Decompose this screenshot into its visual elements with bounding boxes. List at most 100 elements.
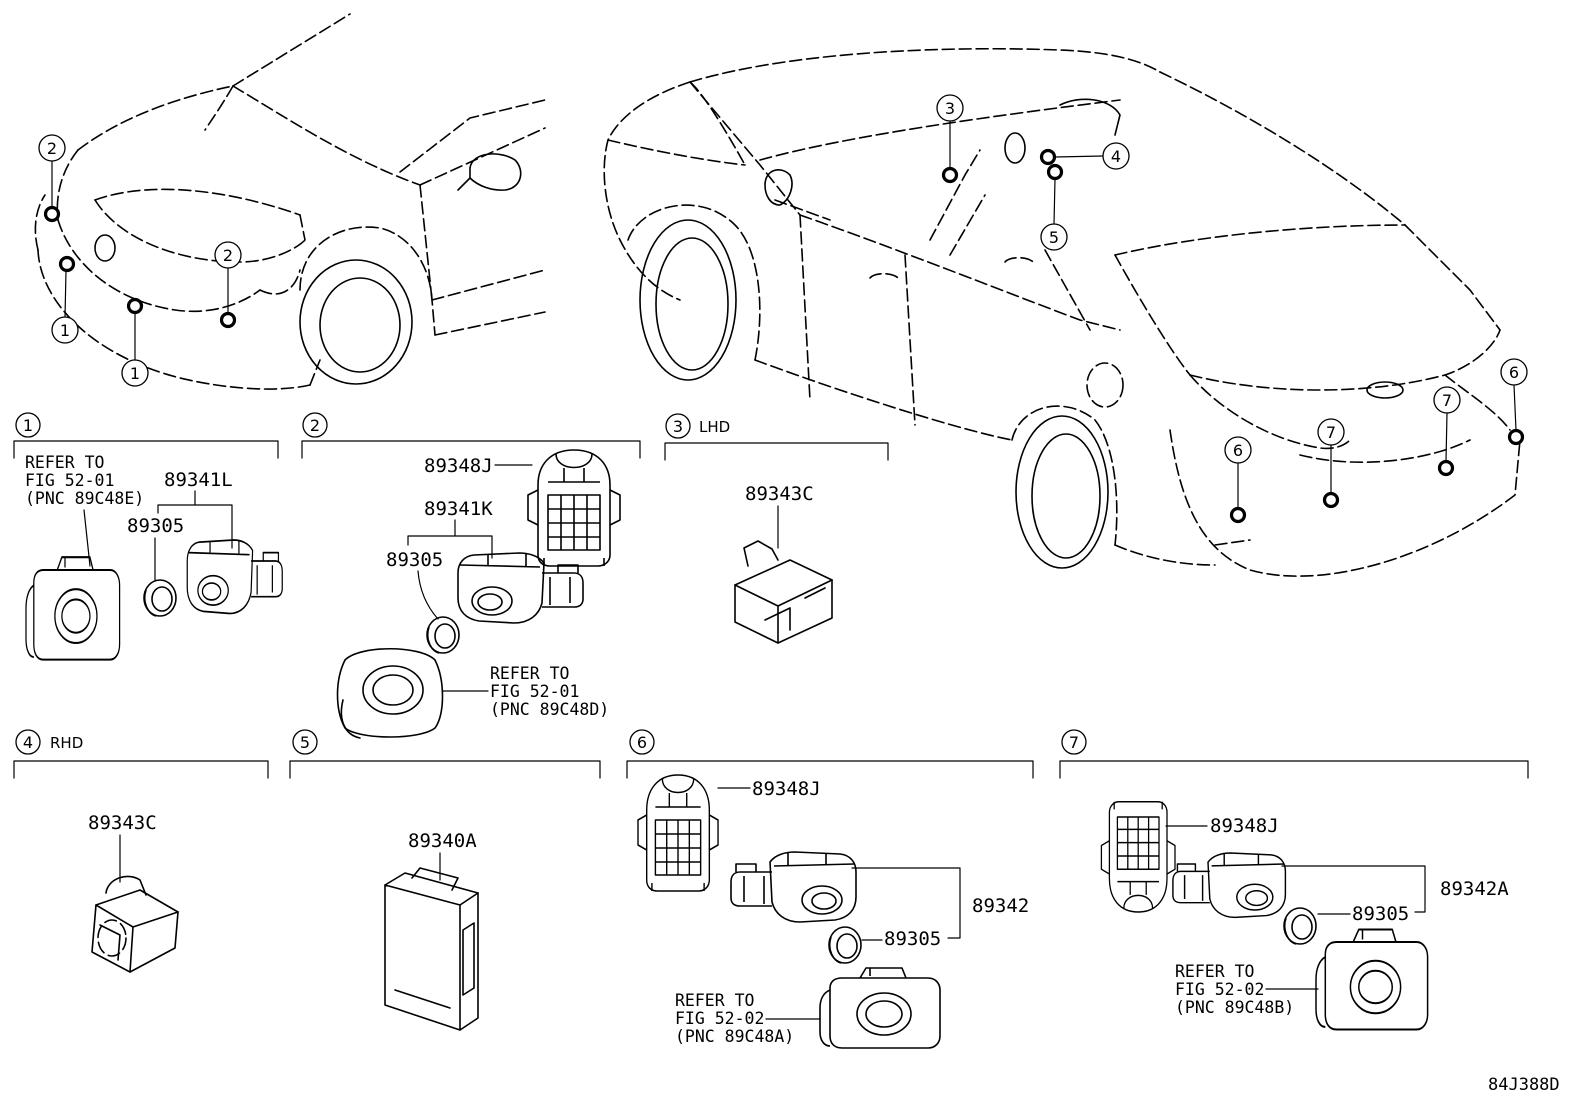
front-sensor-markers: [43, 205, 237, 329]
callout-number: 7: [1326, 423, 1336, 442]
part-number-label: 89305: [1352, 903, 1409, 925]
section-7: 7 89348J 89342A 89305 REFER TO FIG 52-02…: [1059, 729, 1529, 1031]
ultrasonic-sensor-drawing: [730, 851, 857, 923]
callout-number: 4: [1111, 147, 1121, 166]
sensor-ring-drawing: [1283, 907, 1317, 945]
section-number: 3: [673, 417, 683, 436]
section-6-header: 6: [626, 729, 1034, 779]
section-5: 5 89340A: [289, 729, 601, 1031]
section-number: 6: [637, 733, 647, 752]
sensor-ring-drawing: [828, 926, 862, 964]
part-number-label: 89305: [884, 928, 941, 950]
refer-line-2: FIG 52-02: [675, 1009, 764, 1028]
refer-line-3: (PNC 89C48D): [490, 700, 609, 719]
sensor-marker: [941, 166, 959, 184]
section-2: 2 89348J 89341K 89305 REFER TO FIG 52-01…: [301, 412, 641, 739]
ultrasonic-sensor-drawing: [186, 539, 284, 615]
sensor-marker: [1039, 148, 1057, 166]
refer-line-2: FIG 52-01: [490, 682, 579, 701]
sensor-module-drawing: [734, 540, 833, 644]
section-5-header: 5: [289, 729, 601, 779]
figure-code: 84J388D: [1488, 1075, 1560, 1095]
refer-line-3: (PNC 89C48E): [25, 489, 144, 508]
part-number-label: 89343C: [745, 483, 814, 505]
rear-callout-2: 4: [1054, 142, 1130, 170]
refer-line-2: FIG 52-02: [1175, 980, 1264, 999]
refer-line-2: FIG 52-01: [25, 471, 114, 490]
callout-number: 2: [47, 139, 57, 158]
sensor-marker: [1322, 491, 1340, 509]
refer-line-1: REFER TO: [675, 991, 754, 1010]
callout-number: 6: [1233, 441, 1243, 460]
sensor-marker: [43, 205, 61, 223]
section-6: 6 89348J 89342 89305 REFER TO FIG 52-02 …: [626, 729, 1034, 1049]
callout-number: 5: [1049, 228, 1059, 247]
section-7-header: 7: [1059, 729, 1529, 779]
callout-number: 3: [945, 99, 955, 118]
rear-callout-7: 6: [1500, 358, 1528, 431]
part-number-label: 89343C: [88, 812, 157, 834]
sensor-marker: [126, 297, 144, 315]
callout-number: 6: [1509, 363, 1519, 382]
refer-line-1: REFER TO: [25, 453, 104, 472]
rear-sensor-markers: [941, 148, 1525, 524]
front-car-view: 2 1 1 2: [34, 13, 546, 390]
ultrasonic-sensor-drawing: [457, 552, 584, 624]
sensor-ring-drawing: [426, 616, 460, 654]
section-4: 4 RHD 89343C: [13, 729, 269, 973]
rear-callout-1: 3: [936, 94, 964, 169]
sensor-marker: [1507, 428, 1525, 446]
rear-car-view: 3 4 5 6 7 7 6: [603, 47, 1528, 577]
part-number-label: 89341L: [164, 469, 233, 491]
part-number-label: 89342A: [1440, 878, 1509, 900]
variant-label: RHD: [50, 734, 83, 752]
section-number: 1: [23, 416, 33, 435]
section-2-header: 2: [301, 412, 641, 459]
rear-callout-3: 5: [1040, 178, 1068, 251]
rear-callout-4: 6: [1224, 436, 1252, 509]
holder-bracket-drawing: [1100, 801, 1176, 913]
section-1-header: 1: [13, 412, 279, 459]
rear-callout-6: 7: [1433, 386, 1461, 462]
section-number: 7: [1069, 733, 1079, 752]
part-number-label: 89348J: [424, 455, 493, 477]
section-4-header: 4 RHD: [13, 729, 269, 779]
sensor-bezel-drawing: [24, 556, 121, 661]
section-1: 1 REFER TO FIG 52-01 (PNC 89C48E) 89341L…: [13, 412, 284, 661]
sensor-bezel-drawing: [819, 967, 941, 1049]
callout-number: 1: [60, 321, 70, 340]
part-number-label: 89348J: [752, 778, 821, 800]
sensor-ring-drawing: [143, 579, 177, 617]
part-number-label: 89342: [972, 895, 1029, 917]
front-callout-1: 2: [38, 134, 66, 208]
sensor-marker: [58, 255, 76, 273]
ecu-drawing: [384, 867, 479, 1031]
part-number-label: 89305: [127, 515, 184, 537]
rear-callout-5: 7: [1317, 418, 1345, 494]
part-number-label: 89348J: [1210, 815, 1279, 837]
callout-number: 7: [1442, 391, 1452, 410]
part-number-label: 89340A: [408, 830, 477, 852]
refer-line-3: (PNC 89C48B): [1175, 998, 1294, 1017]
sensor-marker: [1437, 459, 1455, 477]
sensor-marker: [1229, 506, 1247, 524]
sensor-module-drawing: [91, 875, 179, 973]
callout-number: 2: [223, 246, 233, 265]
section-number: 4: [23, 733, 33, 752]
sensor-marker: [219, 311, 237, 329]
holder-bracket-drawing: [637, 774, 719, 892]
front-callout-3: 1: [121, 312, 149, 387]
ultrasonic-sensor-drawing: [1172, 852, 1287, 919]
front-callout-2: 1: [51, 270, 79, 344]
section-number: 2: [310, 416, 320, 435]
part-number-label: 89305: [386, 549, 443, 571]
callout-number: 1: [130, 364, 140, 383]
sensor-bezel-drawing: [1315, 928, 1429, 1031]
variant-label: LHD: [699, 418, 730, 436]
holder-bracket-drawing: [527, 449, 621, 567]
front-callout-4: 2: [214, 241, 242, 314]
section-number: 5: [300, 733, 310, 752]
section-3: 3 LHD 89343C: [664, 413, 889, 644]
refer-line-3: (PNC 89C48A): [675, 1027, 794, 1046]
